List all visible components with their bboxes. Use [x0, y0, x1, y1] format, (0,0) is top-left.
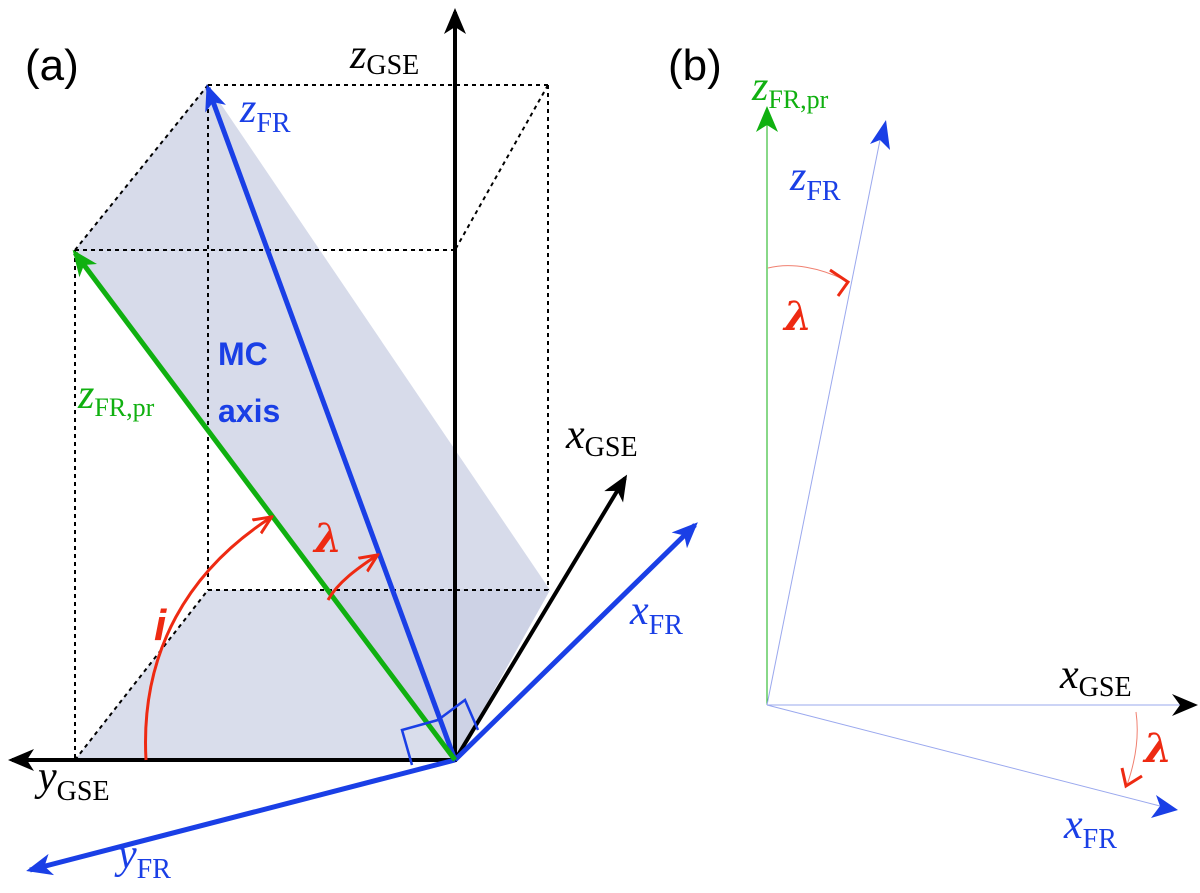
dotted-box: [74, 84, 549, 761]
z-fr-axis-b: [766, 139, 881, 706]
lambda-label-a: λ: [312, 515, 342, 562]
x-fr-axis-b: [766, 704, 1161, 807]
x-gse-label-a: xGSE: [565, 412, 638, 463]
z-frpr-axis: [72, 249, 458, 762]
z-fr-arrowhead-b: [870, 120, 890, 150]
lambda-tick-bottom-b: [1120, 767, 1143, 789]
z-fr-axis: [205, 84, 458, 761]
panel-a: (a) zGSE zFR zFR,pr xGSE xFR yGSE yFR MC…: [8, 8, 698, 885]
z-frpr-label-a: zFR,pr: [77, 372, 155, 422]
x-gse-arrowhead-b: [1172, 694, 1198, 716]
x-fr-label-b: xFR: [1063, 802, 1117, 855]
mc-axis-label-line1: MC: [218, 336, 268, 372]
right-angle-marker-1: [400, 718, 439, 766]
lambda-label-bottom-b: λ: [1142, 725, 1172, 772]
y-gse-label-a: yGSE: [34, 754, 110, 807]
i-angle-arc: [144, 518, 270, 761]
x-fr-axis: [453, 522, 698, 762]
i-angle-label: i: [154, 601, 167, 650]
z-fr-label-a: zFR: [239, 86, 291, 139]
z-fr-label-b: zFR: [789, 154, 841, 207]
mc-axis-label-line2: axis: [218, 393, 280, 429]
z-gse-label-a: zGSE: [349, 32, 419, 81]
panel-b-label: (b): [668, 41, 722, 90]
z-frpr-label-b: zFR,pr: [751, 64, 829, 114]
panel-a-label: (a): [25, 41, 79, 90]
lambda-tick-top-b: [829, 268, 851, 297]
x-gse-axis: [453, 474, 628, 762]
y-fr-axis: [26, 757, 456, 876]
right-angle-marker-2: [437, 698, 480, 731]
lambda-label-top-b: λ: [782, 293, 812, 340]
z-frpr-arrowhead-b: [756, 106, 778, 132]
panel-b: (b) zFR,pr zFR λ xGSE λ xFR: [668, 41, 1198, 855]
x-fr-arrowhead-b: [1151, 795, 1178, 818]
x-fr-label-a: xFR: [629, 588, 683, 641]
x-gse-label-b: xGSE: [1059, 652, 1132, 703]
lambda-angle-arc-a: [326, 556, 376, 601]
floor-plane: [75, 590, 550, 760]
y-fr-label-a: yFR: [114, 832, 171, 885]
lambda-arc-bottom-b: [1126, 711, 1138, 786]
